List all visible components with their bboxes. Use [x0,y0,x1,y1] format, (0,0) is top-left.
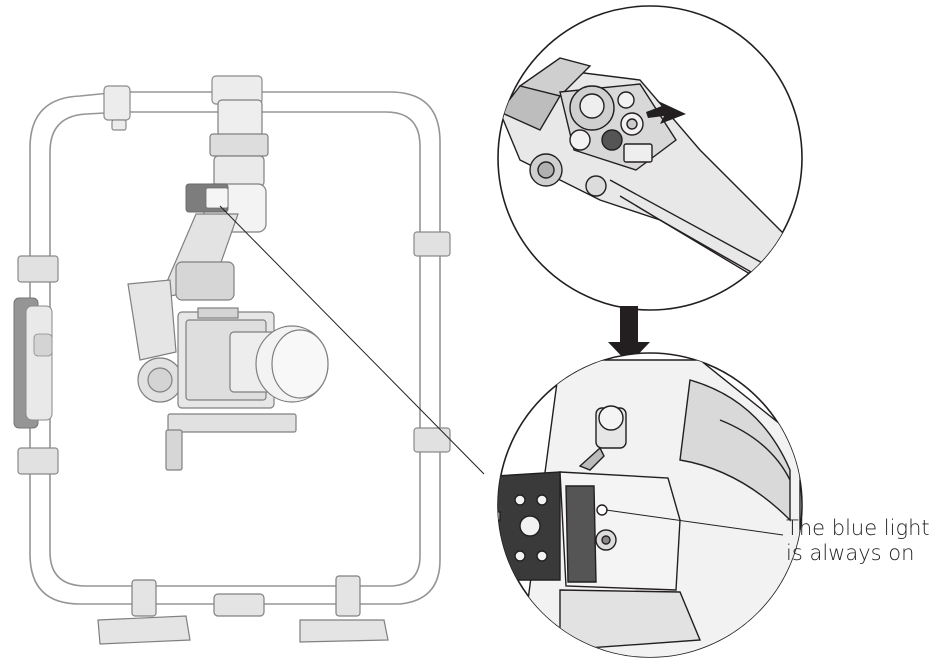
controller-module-small [185,183,229,213]
gimbal-frame-illustration [13,75,451,645]
blue-light-callout: The blue light is always on [786,516,930,566]
press-arrow-icon [646,100,686,124]
gimbal-body [127,99,269,403]
ring-frame [29,91,441,605]
zoom-connector-line [219,205,485,475]
stand-feet [97,575,389,645]
bottom-zoom-circle [497,352,803,658]
callout-leader-line [605,509,784,536]
callout-line-1: The blue light [786,516,930,540]
top-clamps [103,75,263,131]
down-arrow-icon [608,306,650,364]
right-grip-rings [413,231,451,453]
side-battery [13,297,53,429]
callout-line-2: is always on [786,541,915,565]
camera-cage [165,307,329,471]
top-zoom-circle [497,5,803,311]
left-grip-rings [17,255,59,475]
